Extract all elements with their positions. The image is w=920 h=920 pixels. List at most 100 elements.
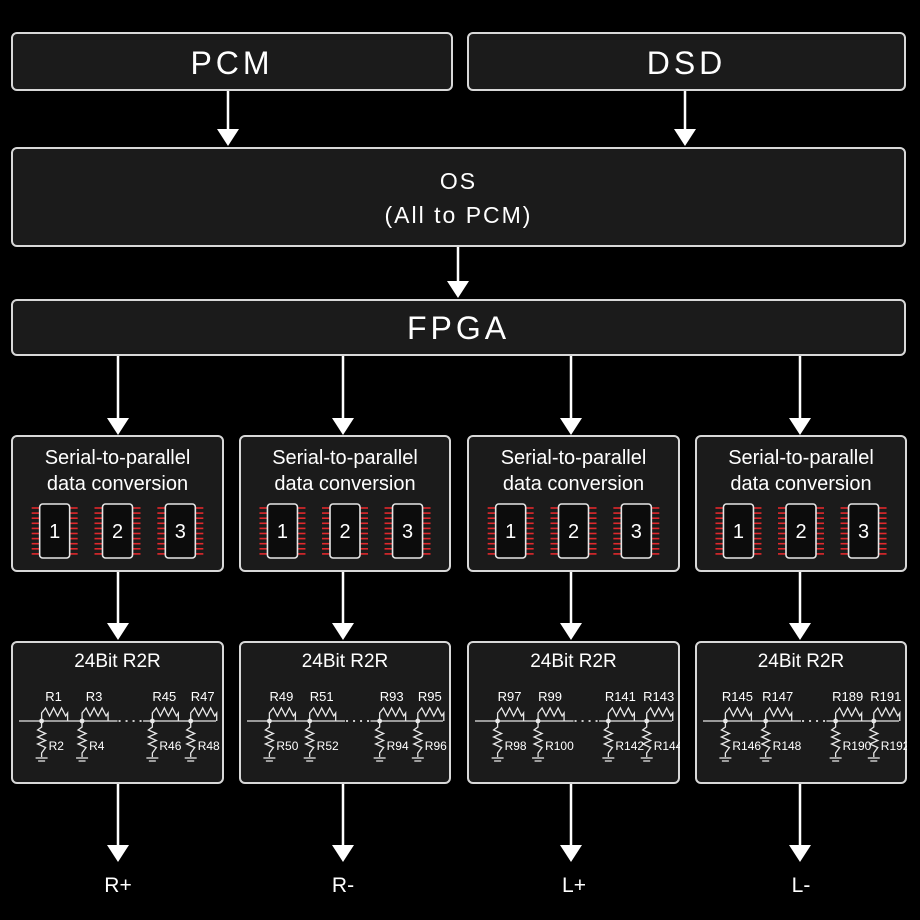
converter-chips: 1 2 3: [31, 503, 204, 559]
chip-number: 1: [733, 521, 744, 543]
resistor-label: R48: [198, 739, 220, 753]
chip-number: 3: [402, 521, 413, 543]
series-resistor: [873, 706, 901, 721]
ic-chip: 2: [778, 503, 824, 559]
flow-arrow: [560, 572, 582, 640]
series-resistor: [765, 706, 793, 721]
series-resistor: [607, 706, 636, 721]
shunt-resistor: [374, 721, 386, 757]
ic-chip: 1: [259, 503, 306, 559]
shunt-resistor: [602, 721, 614, 757]
r2r-title: 24Bit R2R: [530, 651, 617, 672]
shunt-resistor: [412, 721, 424, 757]
pcm-input-box: PCM: [11, 32, 453, 91]
converter-label-line1: Serial-to-parallel: [728, 447, 874, 469]
resistor-label: R145: [722, 689, 753, 704]
series-resistor: [151, 706, 180, 721]
chip-number: 2: [112, 521, 123, 543]
chip-number: 1: [49, 521, 60, 543]
resistor-label: R97: [498, 689, 522, 704]
r2r-title: 24Bit R2R: [757, 651, 845, 672]
shunt-resistor: [719, 721, 732, 757]
ic-chip: 3: [613, 503, 660, 559]
chip-number: 1: [277, 521, 288, 543]
ic-chip: 3: [384, 503, 431, 559]
series-resistor: [40, 706, 69, 721]
flow-arrow: [674, 91, 696, 146]
resistor-label: R3: [86, 689, 103, 704]
resistor-label: R46: [159, 739, 181, 753]
resistor-label: R96: [425, 739, 447, 753]
dsd-input-box: DSD: [467, 32, 906, 91]
resistor-label: R1: [45, 689, 62, 704]
serial-to-parallel-box: Serial-to-parallel data conversion 1 2 3: [239, 435, 451, 572]
flow-arrow: [107, 572, 129, 640]
flow-arrow: [447, 247, 469, 298]
resistor-label: R4: [89, 739, 105, 753]
flow-arrow: [789, 356, 811, 435]
resistor-label: R49: [269, 689, 293, 704]
resistor-label: R143: [643, 689, 674, 704]
series-resistor: [81, 706, 109, 721]
converter-label-line1: Serial-to-parallel: [272, 447, 418, 469]
ic-chip: 2: [550, 503, 597, 559]
dsd-label: DSD: [646, 45, 727, 81]
chip-number: 2: [568, 521, 579, 543]
ic-chip: 1: [487, 503, 534, 559]
shunt-resistor: [491, 721, 504, 757]
series-resistor: [496, 706, 525, 721]
shunt-resistor: [532, 721, 544, 757]
flow-arrow: [332, 572, 354, 640]
converter-label-line2: data conversion: [502, 473, 645, 495]
r2r-title: 24Bit R2R: [74, 651, 161, 672]
ic-chip: 2: [322, 503, 368, 559]
flow-arrow: [560, 784, 582, 862]
resistor-label: R2: [49, 739, 65, 753]
fpga-box: FPGA: [11, 299, 906, 356]
shunt-resistor: [868, 721, 880, 757]
shunt-resistor: [304, 721, 316, 757]
resistor-label: R51: [310, 689, 334, 704]
series-resistor: [190, 706, 218, 721]
chip-number: 2: [795, 521, 806, 543]
flow-arrow: [789, 784, 811, 862]
resistor-label: R148: [773, 739, 802, 753]
flow-arrow: [332, 784, 354, 862]
flow-arrow: [107, 356, 129, 435]
ic-chip: 1: [715, 503, 762, 559]
series-resistor: [834, 706, 863, 721]
converter-label-line2: data conversion: [274, 473, 416, 495]
converter-label-line2: data conversion: [46, 473, 189, 495]
chip-number: 3: [175, 521, 186, 543]
chip-number: 1: [505, 521, 516, 543]
shunt-resistor: [641, 721, 653, 757]
shunt-resistor: [263, 721, 276, 757]
resistor-label: R190: [843, 739, 872, 753]
series-resistor: [417, 706, 445, 721]
os-title: OS: [439, 168, 478, 194]
resistor-label: R146: [732, 739, 761, 753]
resistor-label: R189: [832, 689, 863, 704]
shunt-resistor: [185, 721, 197, 757]
series-resistor: [646, 706, 674, 721]
converter-label-line1: Serial-to-parallel: [500, 447, 647, 469]
flow-arrow: [217, 91, 239, 146]
shunt-resistor: [76, 721, 88, 757]
series-resistor: [309, 706, 337, 721]
pcm-label: PCM: [190, 45, 274, 81]
resistor-label: R99: [538, 689, 562, 704]
r2r-title: 24Bit R2R: [301, 651, 389, 672]
